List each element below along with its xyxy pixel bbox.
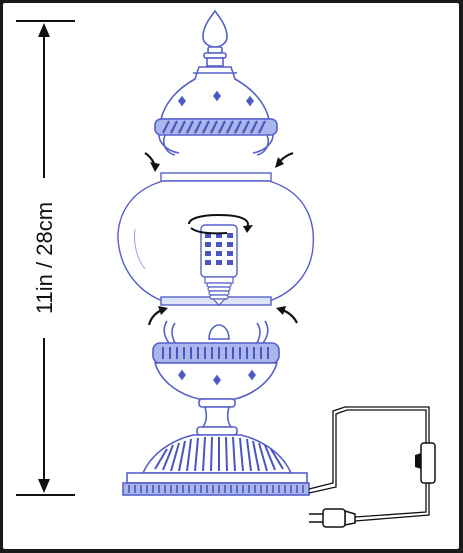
diamond-cutout-icon [213, 374, 221, 386]
diamond-cutout-icon [178, 95, 186, 107]
rotate-arrow-icon [188, 213, 253, 235]
upper-assembly-arrows [144, 151, 294, 172]
lamp-assembly-diagram: 11in / 28cm [16, 9, 436, 528]
lamp-stem [196, 398, 238, 436]
lower-holder [152, 320, 280, 400]
top-cap [154, 66, 278, 156]
diamond-cutout-icon [246, 95, 254, 107]
lower-assembly-arrows [147, 306, 298, 326]
diamond-cutout-icon [248, 369, 256, 381]
lamp-base [122, 434, 310, 496]
power-plug-icon [309, 508, 356, 528]
height-label: 11in / 28cm [32, 202, 57, 314]
dimension-arrow-up-icon [38, 23, 50, 37]
dimension-arrow-down-icon [38, 479, 50, 493]
led-bulb [188, 213, 253, 306]
finial [202, 9, 228, 67]
power-cord [308, 406, 430, 522]
diamond-cutout-icon [213, 90, 221, 102]
diagram-frame: 11in / 28cm [3, 3, 459, 549]
diamond-cutout-icon [178, 369, 186, 381]
inline-switch-icon [415, 442, 436, 484]
bulb-screw-base [206, 282, 232, 306]
height-dimension [16, 20, 75, 496]
